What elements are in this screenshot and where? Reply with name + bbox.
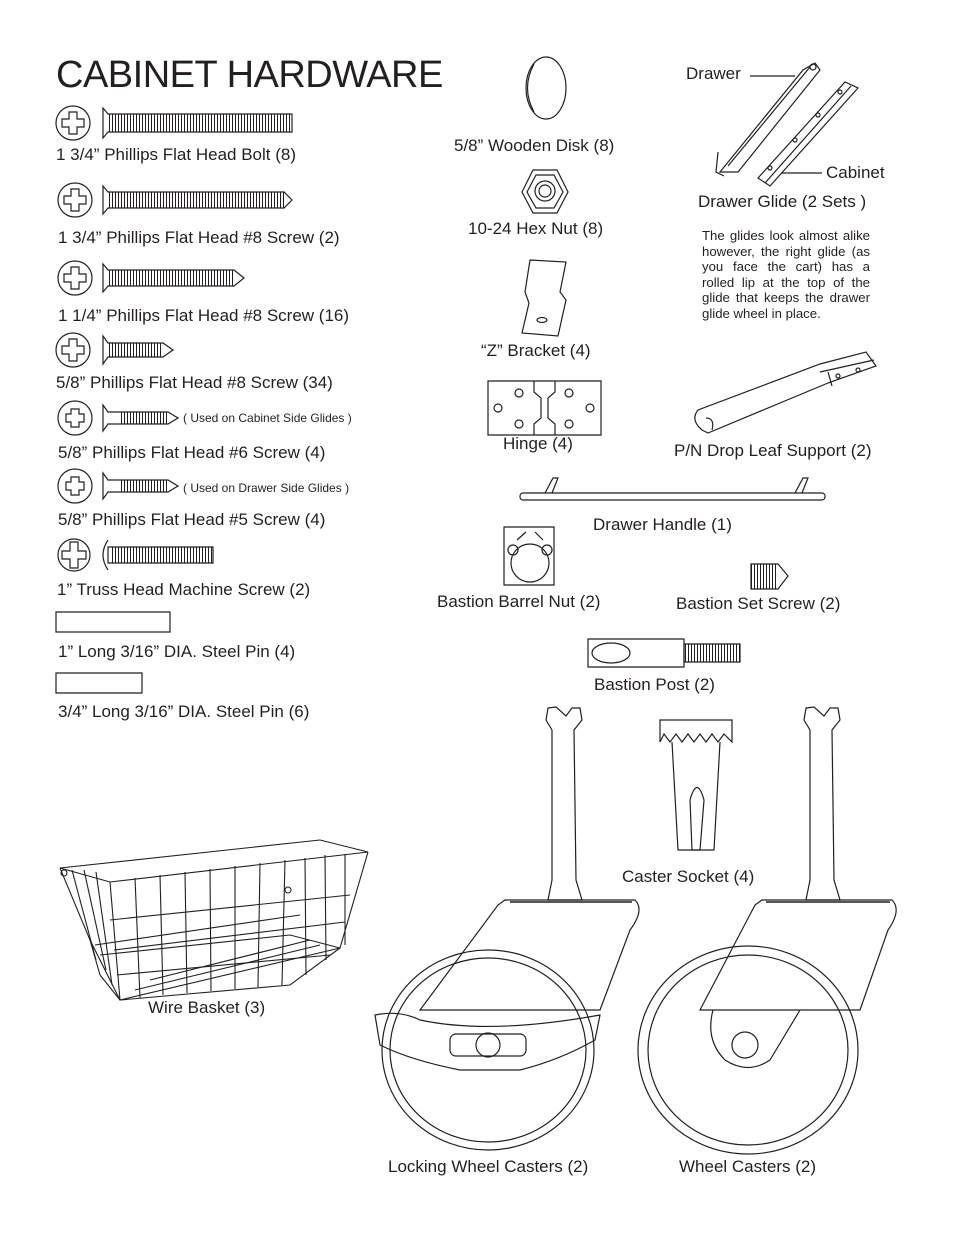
wire-basket-label: Wire Basket (3): [148, 998, 266, 1017]
bastion-post-label: Bastion Post (2): [594, 675, 715, 694]
screw-175-icon: [57, 182, 292, 218]
wheel-casters-label: Wheel Casters (2): [679, 1157, 816, 1176]
drawer-handle-icon: [520, 478, 825, 500]
screw8-058-label: 5/8” Phillips Flat Head #8 Screw (34): [56, 373, 333, 392]
drawer-handle-label: Drawer Handle (1): [593, 515, 732, 534]
screw-058-5-icon: [58, 469, 178, 503]
screw8-175-label: 1 3/4” Phillips Flat Head #8 Screw (2): [58, 228, 340, 247]
caster-socket-label: Caster Socket (4): [622, 867, 755, 886]
wheel-caster-icon: [638, 707, 896, 1154]
hinge-label: Hinge (4): [503, 434, 573, 453]
wooden-disk-label: 5/8” Wooden Disk (8): [454, 136, 615, 155]
bastion-set-screw-icon: [751, 564, 788, 589]
z-bracket-icon: [522, 260, 566, 336]
pin-long-label: 1” Long 3/16” DIA. Steel Pin (4): [58, 642, 296, 661]
screw6-058-label: 5/8” Phillips Flat Head #6 Screw (4): [58, 443, 326, 462]
wooden-disk-icon: [526, 57, 566, 119]
hex-nut-icon: [522, 170, 568, 213]
wire-basket-icon: [60, 840, 368, 1000]
page-title: CABINET HARDWARE: [56, 54, 443, 96]
drop-leaf-support-icon: [695, 352, 876, 433]
bastion-barrel-nut-icon: [504, 527, 554, 585]
pin-short-label: 3/4” Long 3/16” DIA. Steel Pin (6): [58, 702, 310, 721]
screw-125-icon: [57, 260, 244, 296]
glide-cabinet-callout: Cabinet: [826, 163, 885, 182]
z-bracket-label: “Z” Bracket (4): [481, 341, 591, 360]
screw-058-8-icon: [55, 332, 173, 368]
screw6-note: ( Used on Cabinet Side Glides ): [183, 411, 352, 425]
steel-pin-long-icon: [56, 612, 170, 632]
hex-nut-label: 10-24 Hex Nut (8): [468, 219, 604, 238]
locking-caster-icon: [375, 707, 639, 1150]
steel-pin-short-icon: [56, 673, 142, 693]
caster-socket-icon: [660, 720, 732, 850]
screw8-125-label: 1 1/4” Phillips Flat Head #8 Screw (16): [58, 306, 350, 325]
bastion-post-icon: [588, 639, 740, 667]
screw5-058-label: 5/8” Phillips Flat Head #5 Screw (4): [58, 510, 326, 529]
glide-drawer-callout: Drawer: [686, 64, 741, 83]
truss-screw-label: 1” Truss Head Machine Screw (2): [57, 580, 311, 599]
drop-leaf-label: P/N Drop Leaf Support (2): [674, 441, 872, 460]
screw5-note: ( Used on Drawer Side Glides ): [183, 481, 350, 495]
locking-casters-label: Locking Wheel Casters (2): [388, 1157, 589, 1176]
drawer-glide-icon: [716, 63, 858, 186]
truss-screw-icon: [58, 539, 213, 571]
screw-058-6-icon: [58, 401, 178, 435]
bastion-set-screw-label: Bastion Set Screw (2): [676, 594, 841, 613]
glide-note: The glides look almost alike however, th…: [702, 228, 870, 321]
hinge-icon: [488, 381, 601, 435]
bastion-barrel-nut-label: Bastion Barrel Nut (2): [437, 592, 601, 611]
bolt-175-label: 1 3/4” Phillips Flat Head Bolt (8): [56, 145, 296, 164]
flat-head-bolt-icon: [55, 105, 292, 141]
drawer-glide-label: Drawer Glide (2 Sets ): [698, 192, 867, 211]
